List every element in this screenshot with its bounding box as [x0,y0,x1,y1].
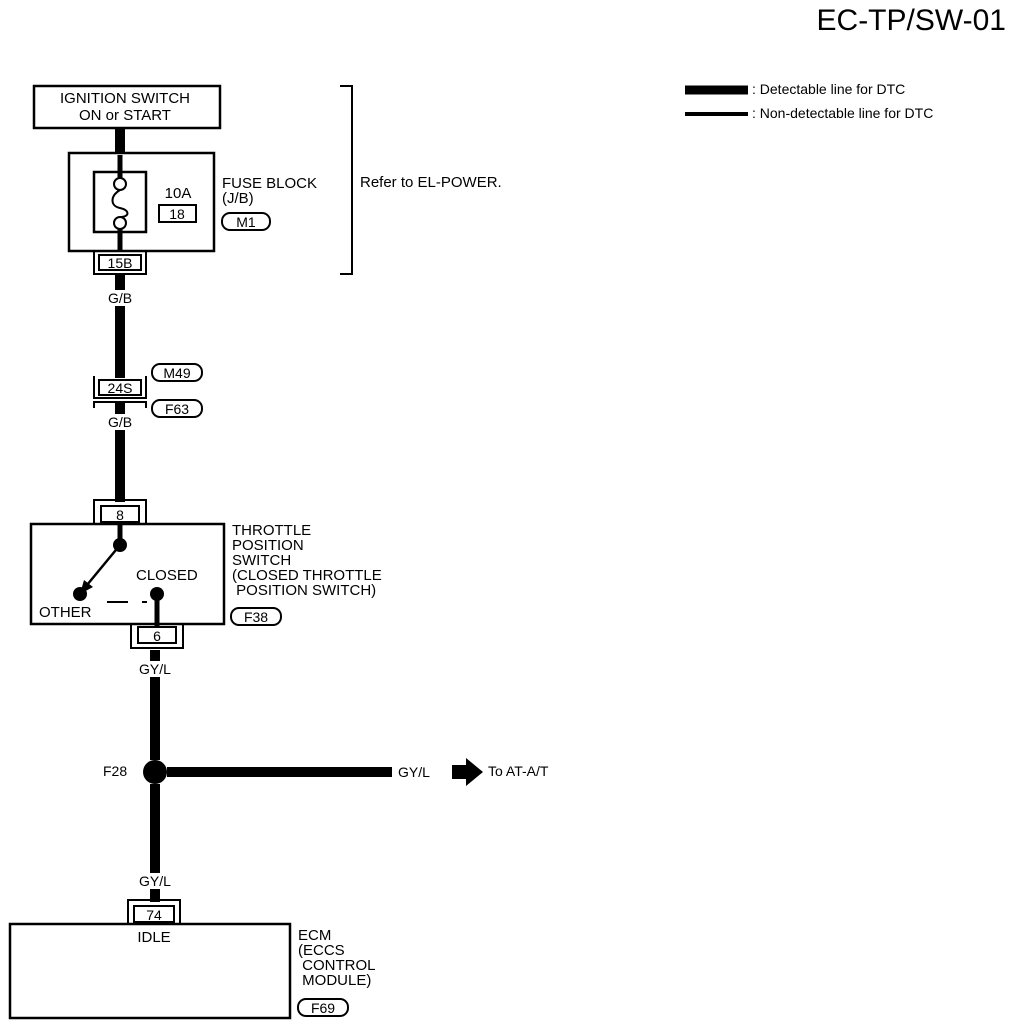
fuse-block-connector: M1 [236,214,256,230]
fuse-terminal: 15B [108,255,133,271]
refer-text: Refer to EL-POWER. [360,174,502,191]
tps-name-line-2: POSITION [232,537,304,554]
legend-non-detectable-label: : Non-detectable line for DTC [752,105,933,121]
wire-label-branch: GY/L [398,764,430,780]
tps-position-other: OTHER [39,604,92,621]
wire-label-gb-2: G/B [108,414,132,430]
splice-destination: To AT-A/T [488,763,549,779]
wire-label-gb-1: G/B [108,290,132,306]
splice-name: F28 [103,763,127,779]
throttle-position-switch: 8 CLOSED OTHER THROTTLE POSITION SWITCH … [29,499,382,649]
splice-f28: F28 GY/L To AT-A/T [103,758,549,786]
fuse-amperage: 10A [165,185,192,202]
ecm-name-line-1: ECM [298,927,331,944]
wire-label-gyl-1: GY/L [139,661,171,677]
fuse-block-sub: (J/B) [222,190,254,207]
fuse-block: 10A 18 FUSE BLOCK (J/B) M1 15B [67,151,317,275]
ignition-switch-line1: IGNITION SWITCH [60,90,190,107]
tps-position-closed: CLOSED [136,567,198,584]
tps-name-line-1: THROTTLE [232,522,311,539]
tps-terminal-bottom: 6 [153,628,161,644]
tps-connector: F38 [244,609,268,625]
ecm: 74 IDLE ECM (ECCS CONTROL MODULE) F69 [8,899,376,1020]
refer-bracket: Refer to EL-POWER. [340,85,502,275]
joint-terminal: 24S [108,380,133,396]
ignition-switch-line2: ON or START [79,107,171,124]
ecm-name-line-3: CONTROL [298,957,376,974]
tps-name-line-5: POSITION SWITCH) [232,582,376,599]
joint-connector-top: M49 [163,365,190,381]
ecm-pin-name: IDLE [137,929,170,946]
wire-label-gyl-2: GY/L [139,873,171,889]
ecm-name-line-4: MODULE) [298,972,371,989]
ecm-connector: F69 [311,1000,335,1016]
fuse-block-name: FUSE BLOCK [222,175,317,192]
tps-name-line-4: (CLOSED THROTTLE [232,567,382,584]
ecm-name-line-2: (ECCS [298,942,345,959]
ecm-terminal: 74 [146,907,162,923]
fuse-number: 18 [169,206,185,222]
tps-terminal-top: 8 [116,507,124,523]
joint-connector-bottom: F63 [165,401,189,417]
joint-connector: 24S M49 F63 [93,363,203,418]
legend: : Detectable line for DTC : Non-detectab… [685,81,933,121]
diagram-title: EC-TP/SW-01 [817,4,1006,37]
legend-detectable-label: : Detectable line for DTC [752,81,905,97]
tps-name-line-3: SWITCH [232,552,291,569]
branch-arrow-icon [452,758,483,786]
ignition-switch: IGNITION SWITCH ON or START [32,84,222,130]
